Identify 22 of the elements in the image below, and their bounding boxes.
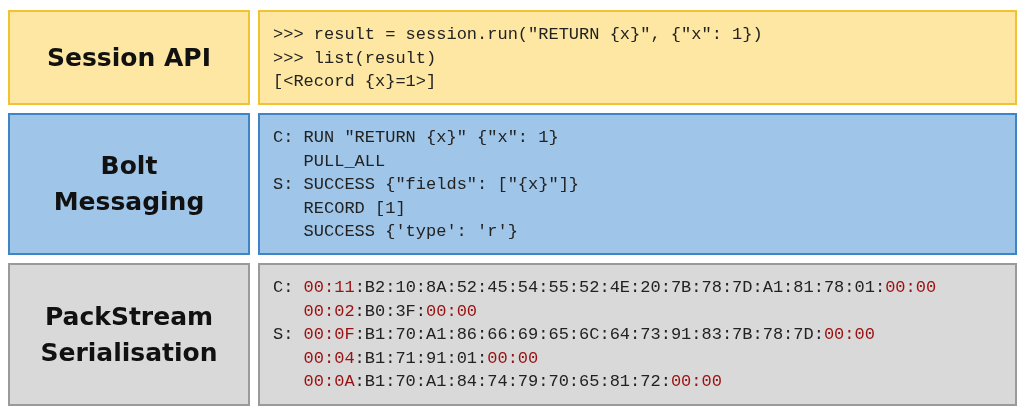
layer-box bbox=[8, 113, 250, 255]
code-line: 00:02:B0:3F:00:00 bbox=[303, 300, 478, 323]
code-line: C: 00:11:B2:10:8A:52:45:54:55:52:4E:20:7B:78:7D:A1:81:78:01:00:00 bbox=[273, 277, 937, 299]
code-line: SUCCESS {'type': 'r'} bbox=[303, 221, 518, 244]
code-line: [<Record {x}=1>] bbox=[273, 71, 437, 94]
layer-box bbox=[8, 263, 250, 406]
code-line: 00:04:B1:71:91:01:00:00 bbox=[303, 347, 539, 370]
layer-title: Session API bbox=[46, 41, 212, 74]
code-line: >>> result = session.run("RETURN {x}", {"x": 1}) bbox=[273, 24, 763, 46]
layer-title: PackStream Serialisation bbox=[39, 300, 219, 369]
code-line: 00:0A:B1:70:A1:84:74:79:70:65:81:72:00:00 bbox=[303, 371, 722, 394]
code-line: >>> list(result) bbox=[273, 47, 437, 70]
code-panel bbox=[258, 263, 1017, 406]
code-line: C: RUN "RETURN {x}" {"x": 1} bbox=[273, 127, 559, 149]
layer-title: Bolt Messaging bbox=[52, 150, 206, 218]
code-line: S: 00:0F:B1:70:A1:86:66:69:65:6C:64:73:91:83:7B:78:7D:00:00 bbox=[273, 324, 875, 347]
code-line: PULL_ALL bbox=[303, 150, 386, 173]
layer-box bbox=[8, 10, 250, 105]
code-line: S: SUCCESS {"fields": ["{x}"]} bbox=[273, 174, 580, 197]
code-line: RECORD [1] bbox=[303, 197, 406, 220]
code-panel bbox=[258, 113, 1017, 255]
code-panel bbox=[258, 10, 1017, 105]
